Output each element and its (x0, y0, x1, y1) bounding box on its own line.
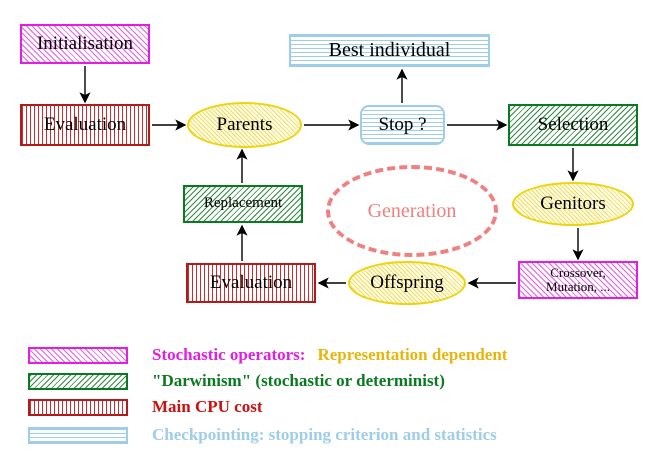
node-selection-label: Selection (537, 114, 609, 136)
node-parents-label: Parents (216, 114, 273, 136)
node-initialisation[interactable]: Initialisation (20, 24, 150, 64)
legend-label-darwinism: "Darwinism" (stochastic or determinist) (152, 371, 445, 390)
legend-row-main-cpu-cost: Main CPU cost (28, 396, 262, 418)
legend-swatch-stochastic-operators (28, 346, 128, 364)
node-generation-label: Generation (367, 199, 457, 222)
node-crossover-mutation[interactable]: Crossover, Mutation, ... (518, 261, 638, 299)
node-stop-label: Stop ? (378, 114, 427, 136)
legend-row-stochastic-operators: Stochastic operators: Representation dep… (28, 344, 507, 366)
node-best-individual-label: Best individual (328, 39, 451, 61)
node-stop[interactable]: Stop ? (360, 105, 445, 145)
legend-label-checkpointing: Checkpointing: stopping criterion and st… (152, 425, 497, 444)
legend-row-darwinism: "Darwinism" (stochastic or determinist) (28, 370, 445, 392)
legend-swatch-main-cpu-cost (28, 398, 128, 416)
node-genitors[interactable]: Genitors (512, 182, 634, 226)
node-replacement[interactable]: Replacement (183, 185, 303, 223)
legend-label-main-cpu-cost: Main CPU cost (152, 397, 263, 416)
node-best-individual[interactable]: Best individual (289, 34, 490, 67)
node-generation-group: Generation (326, 165, 498, 257)
node-evaluation-bottom[interactable]: Evaluation (186, 263, 316, 303)
node-evaluation-top[interactable]: Evaluation (20, 104, 150, 146)
node-replacement-label: Replacement (203, 195, 283, 212)
node-evaluation-bottom-label: Evaluation (209, 272, 293, 294)
node-offspring-label: Offspring (370, 272, 444, 294)
node-initialisation-label: Initialisation (36, 33, 134, 55)
node-genitors-label: Genitors (540, 193, 606, 215)
node-selection[interactable]: Selection (508, 104, 638, 146)
node-evaluation-top-label: Evaluation (43, 114, 127, 136)
node-offspring[interactable]: Offspring (348, 261, 466, 305)
legend-label-stochastic-operators: Stochastic operators: (152, 345, 306, 364)
node-parents[interactable]: Parents (187, 102, 302, 148)
node-crossover-mutation-label: Crossover, Mutation, ... (546, 265, 610, 294)
legend-swatch-checkpointing (28, 426, 128, 444)
legend-label-representation-dependent: Representation dependent (317, 345, 508, 364)
legend-swatch-darwinism (28, 372, 128, 390)
legend-row-checkpointing: Checkpointing: stopping criterion and st… (28, 424, 497, 446)
